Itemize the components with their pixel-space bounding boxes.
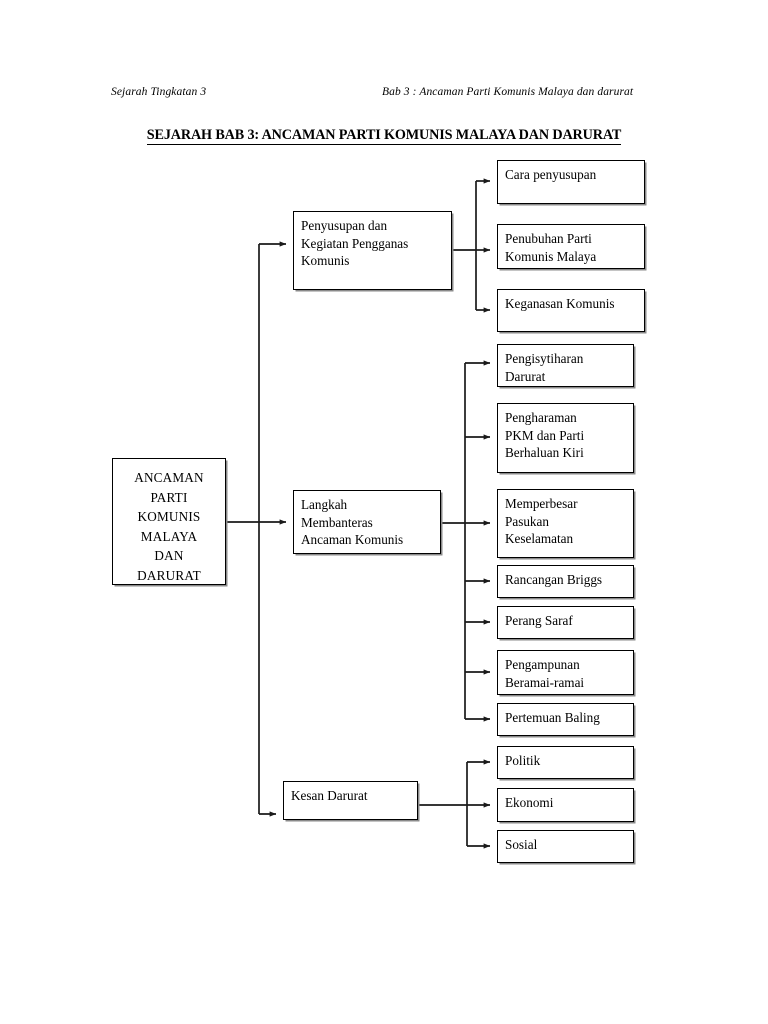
node-branch-penyusupan[interactable]: Penyusupan dan Kegiatan Pengganas Komuni… bbox=[293, 211, 452, 290]
node-leaf-rancangan-briggs[interactable]: Rancangan Briggs bbox=[497, 565, 634, 598]
running-head-right: Bab 3 : Ancaman Parti Komunis Malaya dan… bbox=[382, 86, 634, 98]
node-leaf-keganasan-komunis[interactable]: Keganasan Komunis bbox=[497, 289, 645, 332]
node-leaf-memperbesar-pasukan[interactable]: Memperbesar Pasukan Keselamatan bbox=[497, 489, 634, 558]
node-leaf-pengampunan-beramai-ramai[interactable]: Pengampunan Beramai-ramai bbox=[497, 650, 634, 695]
node-root[interactable]: ANCAMAN PARTI KOMUNIS MALAYA DAN DARURAT bbox=[112, 458, 226, 585]
node-leaf-pertemuan-baling[interactable]: Pertemuan Baling bbox=[497, 703, 634, 736]
node-branch-langkah-membanteras[interactable]: Langkah Membanteras Ancaman Komunis bbox=[293, 490, 441, 554]
node-leaf-pengisytiharan-darurat[interactable]: Pengisytiharan Darurat bbox=[497, 344, 634, 387]
node-leaf-pengharaman-pkm[interactable]: Pengharaman PKM dan Parti Berhaluan Kiri bbox=[497, 403, 634, 473]
node-leaf-penubuhan-pkm[interactable]: Penubuhan Parti Komunis Malaya bbox=[497, 224, 645, 269]
page-title-text: SEJARAH BAB 3: ANCAMAN PARTI KOMUNIS MAL… bbox=[146, 127, 622, 145]
node-leaf-sosial[interactable]: Sosial bbox=[497, 830, 634, 863]
node-leaf-cara-penyusupan[interactable]: Cara penyusupan bbox=[497, 160, 645, 204]
node-leaf-perang-saraf[interactable]: Perang Saraf bbox=[497, 606, 634, 639]
node-leaf-ekonomi[interactable]: Ekonomi bbox=[497, 788, 634, 822]
node-leaf-politik[interactable]: Politik bbox=[497, 746, 634, 779]
running-head-left: Sejarah Tingkatan 3 bbox=[111, 86, 207, 98]
page-title: SEJARAH BAB 3: ANCAMAN PARTI KOMUNIS MAL… bbox=[0, 127, 768, 145]
node-branch-kesan-darurat[interactable]: Kesan Darurat bbox=[283, 781, 418, 820]
